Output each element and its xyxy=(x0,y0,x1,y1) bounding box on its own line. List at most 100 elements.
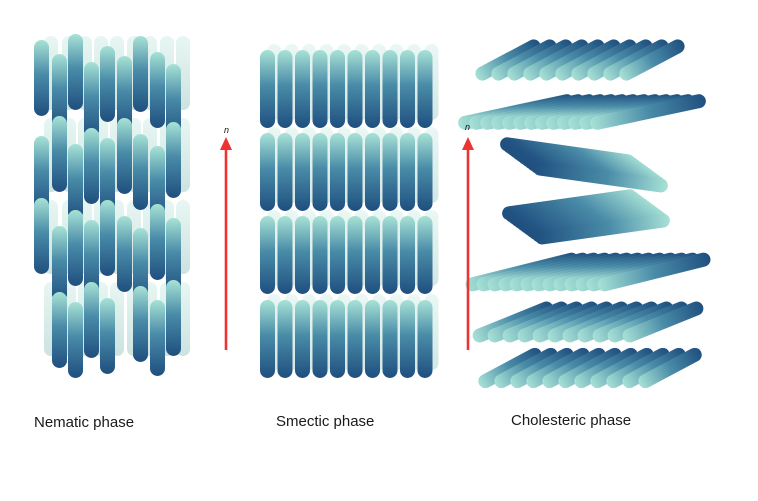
smectic-rod xyxy=(260,133,275,211)
smectic-rod xyxy=(347,300,363,378)
cholesteric-layer xyxy=(465,252,711,292)
nematic-rod xyxy=(34,136,49,212)
nematic-rod xyxy=(166,122,181,198)
cholesteric-rod xyxy=(491,39,557,81)
smectic-rod xyxy=(330,50,345,128)
nematic-rod xyxy=(52,226,67,302)
nematic-rod xyxy=(133,134,148,210)
smectic-rods xyxy=(260,44,439,378)
smectic-rod xyxy=(382,216,398,294)
cholesteric-rod xyxy=(494,347,558,389)
nematic-rod xyxy=(100,138,115,214)
cholesteric-rods xyxy=(458,39,711,389)
smectic-rod xyxy=(260,300,275,378)
smectic-rod xyxy=(277,300,293,378)
smectic-rod xyxy=(347,216,363,294)
nematic-rod xyxy=(68,144,83,220)
nematic-rod xyxy=(84,128,99,204)
cholesteric-rod xyxy=(587,39,653,81)
nematic-rod xyxy=(68,34,83,110)
smectic-rod xyxy=(417,133,433,211)
cholesteric-layer xyxy=(475,39,685,81)
nematic-rod xyxy=(166,280,181,356)
nematic-rod xyxy=(84,62,99,138)
cholesteric-rod xyxy=(606,347,670,389)
nematic-rod xyxy=(84,282,99,358)
smectic-rod xyxy=(330,133,345,211)
nematic-rod xyxy=(133,228,148,304)
smectic-phase-label: Smectic phase xyxy=(276,413,375,430)
cholesteric-rod xyxy=(542,347,606,389)
smectic-rod xyxy=(312,133,328,211)
nematic-rod xyxy=(84,220,99,296)
smectic-rod xyxy=(382,133,398,211)
nematic-rod xyxy=(100,46,115,122)
director-arrow-cholesteric: n xyxy=(462,122,474,350)
smectic-rod xyxy=(295,300,310,378)
cholesteric-rod xyxy=(533,161,668,193)
nematic-rod xyxy=(150,300,165,376)
nematic-rod xyxy=(52,54,67,130)
cholesteric-rod xyxy=(603,39,669,81)
cholesteric-layer xyxy=(472,301,704,343)
smectic-rod xyxy=(417,300,433,378)
nematic-rod xyxy=(133,286,148,362)
director-label: n xyxy=(224,125,229,135)
smectic-rod xyxy=(400,300,415,378)
smectic-rod xyxy=(312,50,328,128)
cholesteric-rod xyxy=(590,347,654,389)
cholesteric-rod xyxy=(478,347,542,389)
cholesteric-rod xyxy=(571,39,637,81)
cholesteric-rod xyxy=(507,39,573,81)
nematic-rod xyxy=(68,210,83,286)
smectic-rod xyxy=(295,50,310,128)
smectic-rod xyxy=(277,133,293,211)
smectic-rod xyxy=(330,216,345,294)
cholesteric-rod xyxy=(590,94,706,130)
nematic-rod xyxy=(133,36,148,112)
smectic-rod xyxy=(260,50,275,128)
smectic-rod xyxy=(312,300,328,378)
smectic-rod xyxy=(330,300,345,378)
cholesteric-rod xyxy=(475,39,541,81)
smectic-rod xyxy=(295,133,310,211)
smectic-rod xyxy=(382,300,398,378)
nematic-rod xyxy=(100,298,115,374)
nematic-rod xyxy=(150,146,165,222)
smectic-rod xyxy=(400,216,415,294)
smectic-rod xyxy=(295,216,310,294)
cholesteric-rod xyxy=(510,347,574,389)
smectic-rod xyxy=(277,50,293,128)
smectic-rod xyxy=(347,133,363,211)
cholesteric-rod xyxy=(523,39,589,81)
nematic-phase-label: Nematic phase xyxy=(34,414,135,431)
cholesteric-rod xyxy=(539,39,605,81)
nematic-rod xyxy=(34,40,49,116)
director-label: n xyxy=(465,122,470,132)
cholesteric-rod xyxy=(555,39,621,81)
cholesteric-layer xyxy=(478,347,702,389)
cholesteric-rod xyxy=(597,252,711,292)
smectic-rod xyxy=(400,50,415,128)
cholesteric-layer xyxy=(500,137,668,193)
smectic-rod xyxy=(347,50,363,128)
smectic-rod xyxy=(260,216,275,294)
smectic-rod xyxy=(277,216,293,294)
nematic-rod xyxy=(150,52,165,128)
smectic-rod xyxy=(312,216,328,294)
cholesteric-rod xyxy=(619,39,685,81)
smectic-rod xyxy=(417,50,433,128)
nematic-rod xyxy=(68,302,83,378)
director-arrow-smectic: n xyxy=(220,125,232,350)
smectic-rod xyxy=(365,300,380,378)
smectic-rod xyxy=(365,216,380,294)
cholesteric-phase-label: Cholesteric phase xyxy=(511,412,632,429)
cholesteric-layer xyxy=(502,189,670,245)
smectic-rod xyxy=(400,133,415,211)
cholesteric-rod xyxy=(622,301,704,343)
nematic-rod xyxy=(117,56,132,132)
cholesteric-rod xyxy=(526,347,590,389)
nematic-rod xyxy=(52,292,67,368)
nematic-rod xyxy=(166,218,181,294)
